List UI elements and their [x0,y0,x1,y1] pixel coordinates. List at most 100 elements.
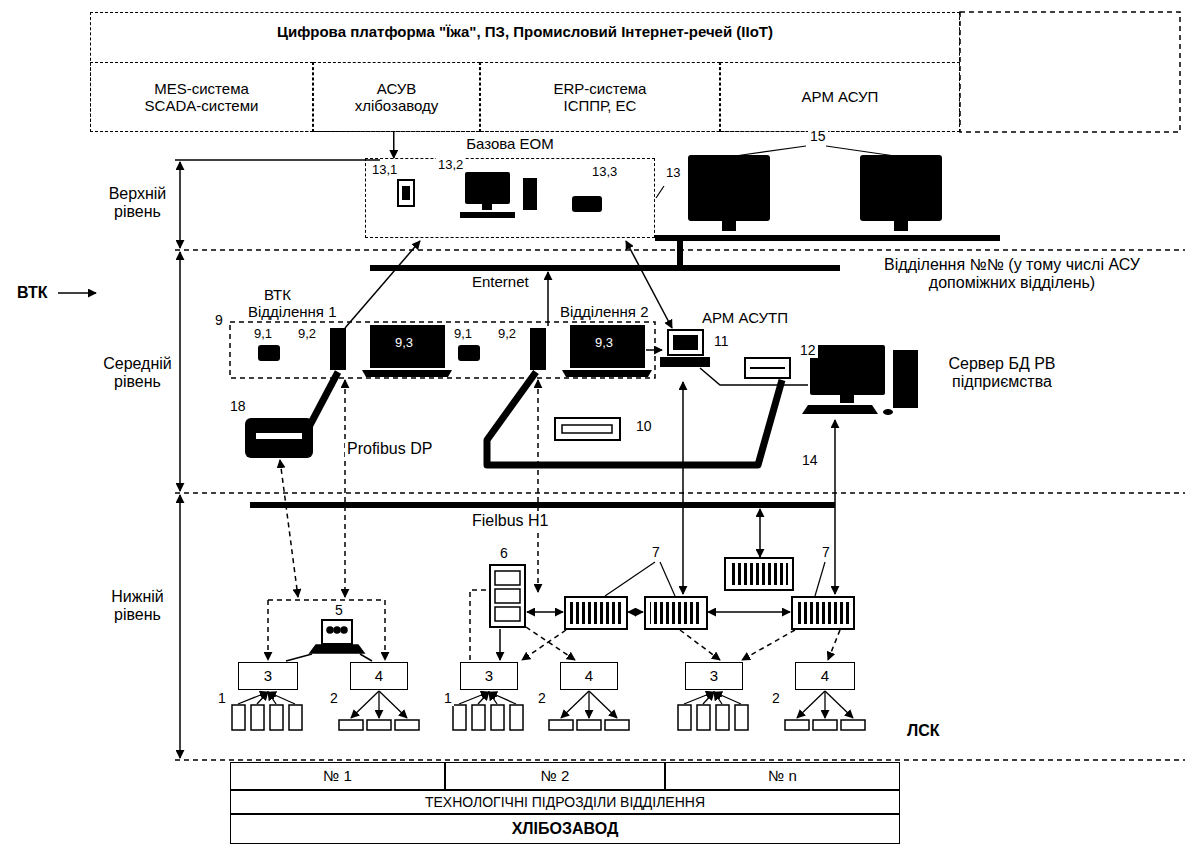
fieldbus-link [834,420,836,594]
department-box [230,322,655,378]
monitor [688,155,770,221]
callout-number: 9 [213,312,225,328]
callout-number: 18 [228,398,248,414]
callout-number: 11 [712,333,731,349]
controller-link [628,611,643,613]
base-computer [398,180,414,206]
network-bus [250,502,835,508]
workstation [673,335,698,350]
node-text: ХЛІБОЗАВОД [512,820,619,838]
sensor [232,705,245,730]
level-label: Середній рівень [98,355,177,392]
callout-number: 13,1 [370,163,399,178]
department-pc [570,325,645,368]
network-bus [677,238,683,268]
bus-name: Fielbus H1 [470,512,550,530]
sensor [589,691,617,718]
callout-number: 9,2 [296,327,318,342]
controller-link [527,611,563,613]
sensor [378,691,379,718]
controller-7 [650,602,702,624]
department-label: Відділення №№ (у тому числі АСУ допоміжн… [850,256,1174,293]
sensor [270,705,283,730]
sensor [453,705,466,730]
sensor-module: 3 [685,662,743,690]
callout-number: 9,3 [393,336,415,351]
coupler [245,418,620,458]
node-text: № 2 [541,767,570,784]
node-text: № 1 [323,767,352,784]
sensor [510,705,523,730]
workstation [660,357,710,367]
sensor [825,691,853,718]
callout-number: 2 [328,690,340,706]
level-label: ЛСК [905,722,942,740]
node-text: Цифрова платформа "Їжа", ПЗ, Промисловий… [277,23,773,40]
department-pc [562,370,652,377]
controller-link [522,562,840,660]
department-pc [330,328,346,370]
base-computer [572,196,602,212]
callout-number: 2 [536,690,548,706]
qc-label: ВТК [262,286,293,303]
unit-cell: № 2 [445,762,665,790]
unit-cell: № n [665,762,900,790]
sensor [841,720,865,730]
controller-5 [268,599,385,601]
monitor [894,221,908,231]
controller-5 [322,620,352,644]
callout-number: 15 [808,128,828,144]
sensor [549,720,573,730]
sensor [824,691,825,718]
controller-5 [267,600,269,660]
controller-6 [499,629,501,660]
fieldbus-link [280,460,298,597]
network-bus [655,235,1000,241]
sensor [238,692,268,704]
sensor [472,705,485,730]
bus-name: Profibus DP [345,440,434,458]
node-text: 4 [821,667,829,684]
server-label: Сервер БД РВ підприємства [925,355,1079,392]
workstation [810,345,885,395]
workstation [660,330,918,415]
sensor [257,692,268,704]
controller-5 [334,627,340,633]
sensor [684,692,714,704]
controller-7 [565,597,627,629]
base-computer [398,172,664,218]
sensor [714,692,741,704]
node-text: ERP-система ІСППР, ЕС [535,80,665,115]
workstation-label: АРМ АСУТП [700,309,790,326]
workstation [668,330,703,355]
actuator-module: 4 [560,662,618,690]
department-label: Відділення 2 [558,303,650,320]
sensor [351,691,379,718]
department-pc [458,345,480,361]
controller-link [815,562,825,596]
fieldbus-link [344,380,346,597]
sensor [785,720,809,730]
node-text: АРМ АСУП [802,88,879,105]
department-pc [530,328,546,370]
node-text: 3 [485,667,493,684]
level-arrow [175,159,380,161]
profibus-line [310,372,782,465]
callout-number: 12 [798,342,818,358]
controller-5 [286,654,312,661]
system-box: MES-система SCADA-системи [90,62,313,132]
node-text: 4 [585,667,593,684]
base-computer [482,204,492,210]
department-pc [370,325,445,368]
callout-number: 1 [442,690,454,706]
callout-number: 5 [333,602,345,618]
sensor [813,720,837,730]
department-pc [362,370,452,377]
level-separator [175,759,1185,760]
monitor [860,155,942,221]
base-computer [656,186,664,198]
actuator-module: 4 [795,662,855,690]
workstation [883,409,893,415]
controller-7 [792,597,854,629]
controller-link [742,630,795,660]
